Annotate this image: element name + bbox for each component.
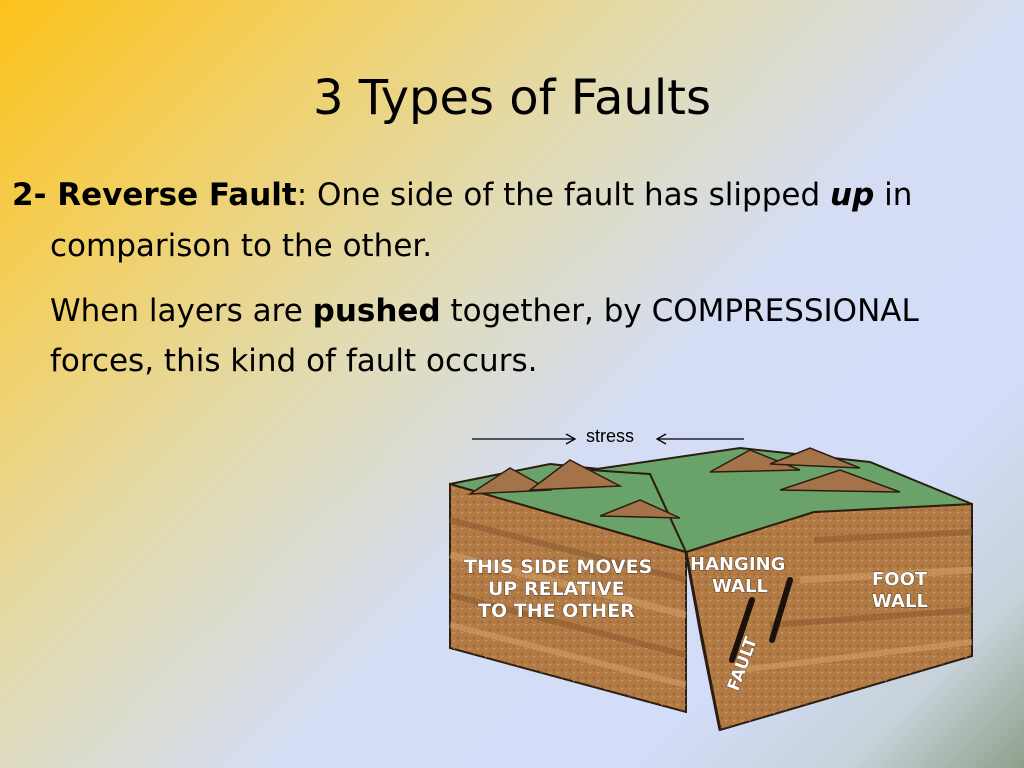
left-side-label-line-3: TO THE OTHER [478,600,635,622]
definition-text-1: One side of the fault has slipped [307,177,830,213]
label-separator: : [296,177,308,213]
foot-wall-label-line-2: WALL [872,591,928,612]
hanging-wall-label-line-1: HANGING [690,554,785,575]
stress-arrow-right [655,433,744,445]
stress-label: stress [586,426,635,446]
hanging-wall-block [449,482,687,714]
slide-title: 3 Types of Faults [312,70,712,126]
compression-explanation: When layers are pushed together, by COMP… [12,286,1012,386]
left-side-label-line-2: UP RELATIVE [488,578,625,600]
fault-line [684,551,722,731]
definition-text-2: in comparison to the other. [50,177,913,264]
stress-arrow-left [472,433,577,445]
foot-wall-block [684,502,973,732]
foot-wall-surface [589,446,973,554]
explanation-text-1: When layers are [50,293,313,329]
reverse-fault-label: 2- Reverse Fault [12,177,297,213]
foot-wall-label-line-1: FOOT [872,569,928,590]
reverse-fault-diagram: THIS SIDE MOVES UP RELATIVE TO THE OTHER… [449,433,973,732]
slide-body: 2- Reverse Fault: One side of the fault … [12,170,1012,386]
left-side-label-line-1: THIS SIDE MOVES [464,556,652,578]
mountains [467,447,901,519]
definition-emphasis-up: up [830,177,875,213]
explanation-emphasis-pushed: pushed [312,293,441,329]
hanging-wall-label-line-2: WALL [712,576,768,597]
fault-arrows [729,577,793,663]
reverse-fault-definition: 2- Reverse Fault: One side of the fault … [12,170,1012,272]
explanation-text-2: together, by COMPRESSIONAL forces, this … [50,293,919,379]
